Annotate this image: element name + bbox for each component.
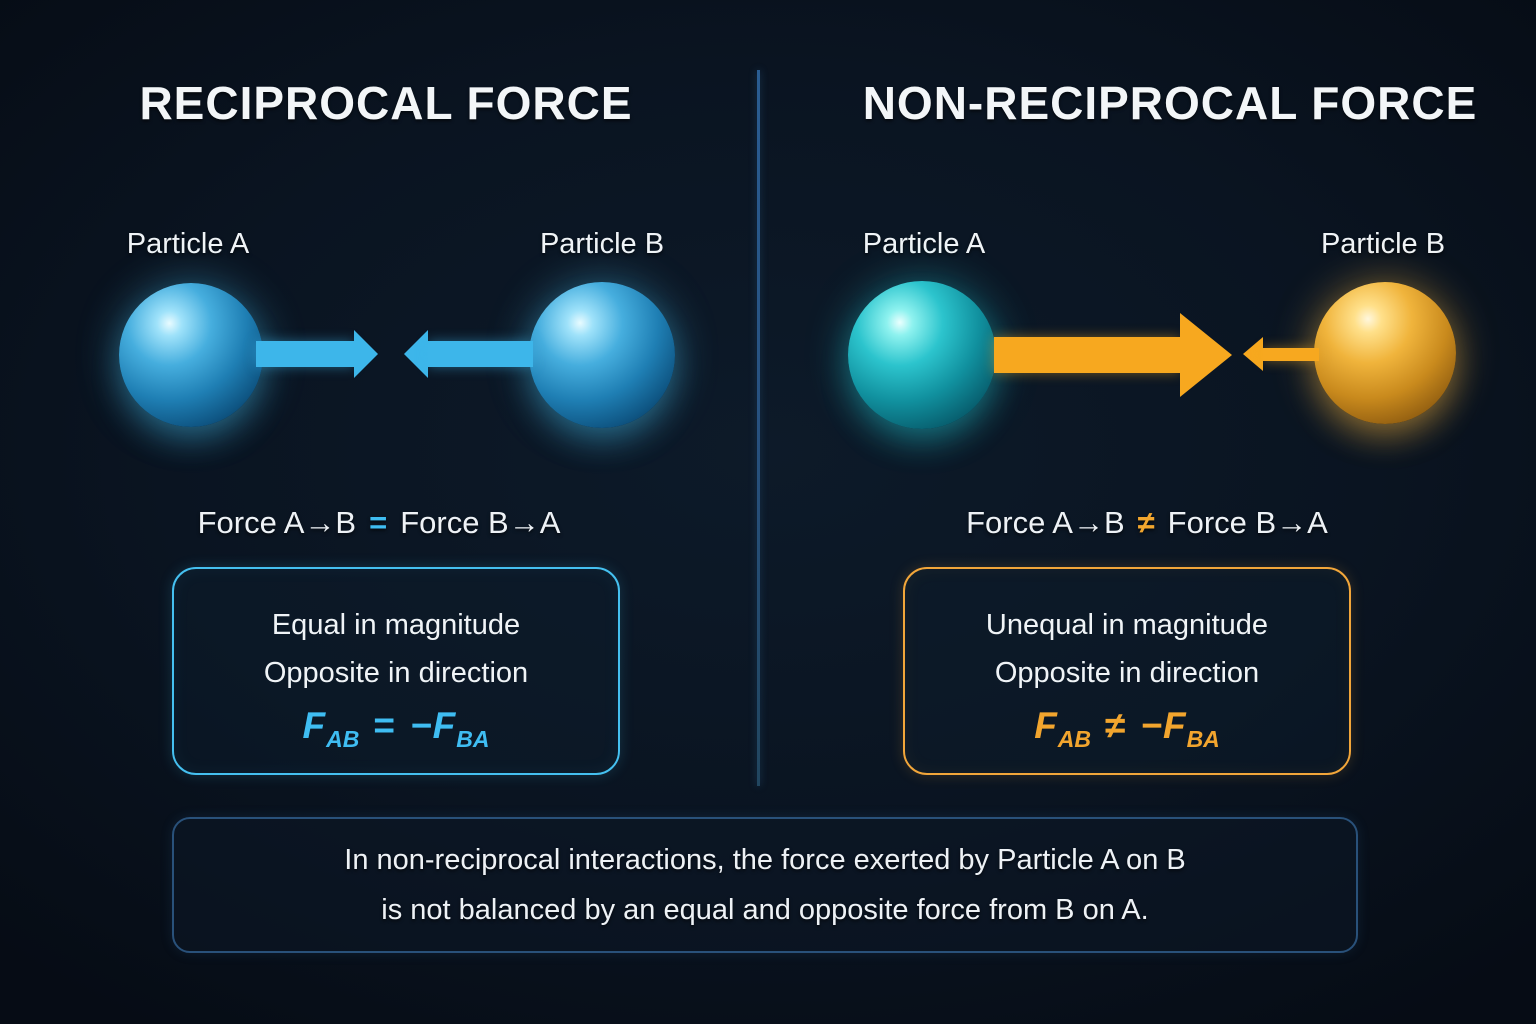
left-box-line1: Equal in magnitude (271, 609, 521, 641)
right-force-a-to-b-arrow-icon (994, 313, 1232, 397)
arrow-head (1243, 337, 1263, 371)
formula-f: F (302, 705, 327, 746)
left-particle-b-label: Particle B (539, 228, 665, 260)
not-equals-sign: ≠ (1137, 505, 1155, 540)
left-particle-a-sphere (119, 283, 263, 427)
formula-sub: BA (456, 726, 490, 752)
right-particle-b-sphere (1314, 282, 1456, 424)
right-box-line1: Unequal in magnitude (985, 609, 1269, 641)
left-particle-a-label: Particle A (126, 228, 250, 260)
panel-divider (757, 70, 760, 786)
arrow-head (404, 330, 428, 378)
left-info-box: Equal in magnitude Opposite in direction… (172, 567, 620, 775)
left-formula: FAB = −FBA (174, 705, 618, 753)
formula-f: F (1034, 705, 1058, 746)
relation-lhs: Force A→B (966, 505, 1125, 540)
right-box-line2: Opposite in direction (994, 657, 1260, 689)
left-panel-title: RECIPROCAL FORCE (139, 77, 633, 129)
right-force-b-to-a-arrow-icon (1243, 336, 1319, 372)
formula-neg-f: −F (410, 705, 457, 746)
arrow-head (354, 330, 378, 378)
arrow-shaft (1263, 347, 1319, 361)
arrow-head (1180, 313, 1232, 397)
right-force-relation: Force A→B ≠ Force B→A (758, 505, 1536, 541)
left-particle-b-sphere (529, 282, 675, 428)
formula-neg-f: −F (1140, 705, 1187, 746)
left-force-a-to-b-arrow-icon (256, 330, 378, 378)
footer-line1: In non-reciprocal interactions, the forc… (344, 844, 1186, 876)
arrow-shaft (428, 341, 533, 367)
formula-operator: ≠ (1105, 705, 1127, 746)
formula-sub: AB (326, 726, 360, 752)
relation-lhs: Force A→B (197, 505, 357, 540)
arrow-shaft (256, 341, 354, 367)
left-force-b-to-a-arrow-icon (404, 330, 533, 378)
right-particle-b-label: Particle B (1320, 228, 1446, 260)
right-particle-a-label: Particle A (862, 228, 986, 260)
equals-sign: = (369, 505, 388, 540)
right-panel-title: NON-RECIPROCAL FORCE (862, 77, 1478, 129)
footer-line2: is not balanced by an equal and opposite… (381, 894, 1149, 926)
left-box-line2: Opposite in direction (263, 657, 529, 689)
formula-sub: BA (1186, 726, 1220, 752)
right-info-box: Unequal in magnitude Opposite in directi… (903, 567, 1351, 775)
right-formula: FAB ≠ −FBA (905, 705, 1349, 753)
left-force-relation: Force A→B = Force B→A (0, 505, 758, 541)
relation-rhs: Force B→A (1167, 505, 1328, 540)
formula-operator: = (373, 705, 396, 746)
formula-sub: AB (1057, 726, 1092, 752)
relation-rhs: Force B→A (400, 505, 561, 540)
arrow-shaft (994, 337, 1180, 373)
footer-note-box: In non-reciprocal interactions, the forc… (172, 817, 1358, 953)
right-particle-a-sphere (848, 281, 996, 429)
